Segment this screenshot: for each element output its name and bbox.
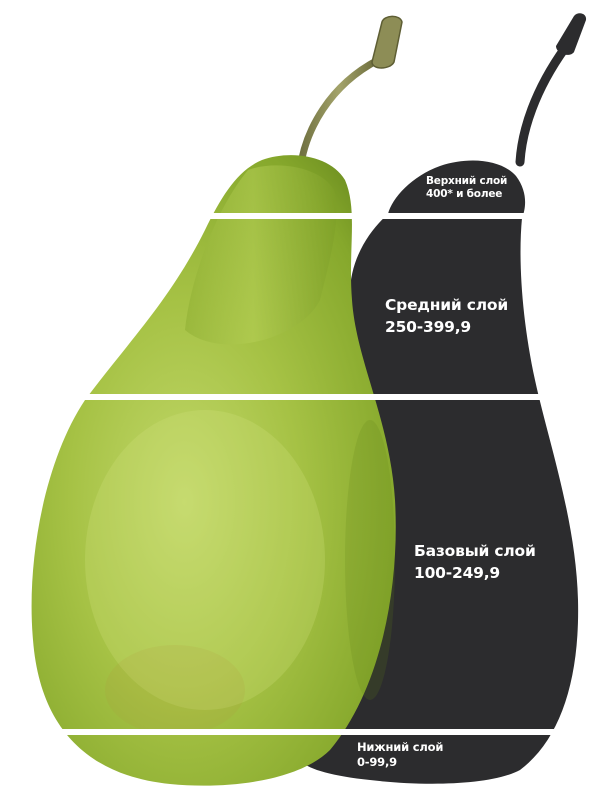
layer-label-bottom: Нижний слой 0-99,9 [357, 740, 443, 770]
pear-illustration [32, 16, 402, 785]
layer-top-range: 400* и более [426, 188, 507, 201]
layer-label-base: Базовый слой 100-249,9 [414, 540, 536, 585]
layer-top-name: Верхний слой [426, 175, 507, 188]
divider-top [196, 213, 528, 219]
layer-middle-name: Средний слой [385, 294, 508, 316]
layer-base-name: Базовый слой [414, 540, 536, 562]
layer-middle-range: 250-399,9 [385, 316, 508, 338]
divider-middle [70, 394, 570, 400]
divider-bottom [60, 729, 560, 735]
layer-label-middle: Средний слой 250-399,9 [385, 294, 508, 339]
layer-bottom-range: 0-99,9 [357, 755, 443, 770]
layer-base-range: 100-249,9 [414, 562, 536, 584]
layer-label-top: Верхний слой 400* и более [426, 175, 507, 201]
layer-bottom-name: Нижний слой [357, 740, 443, 755]
